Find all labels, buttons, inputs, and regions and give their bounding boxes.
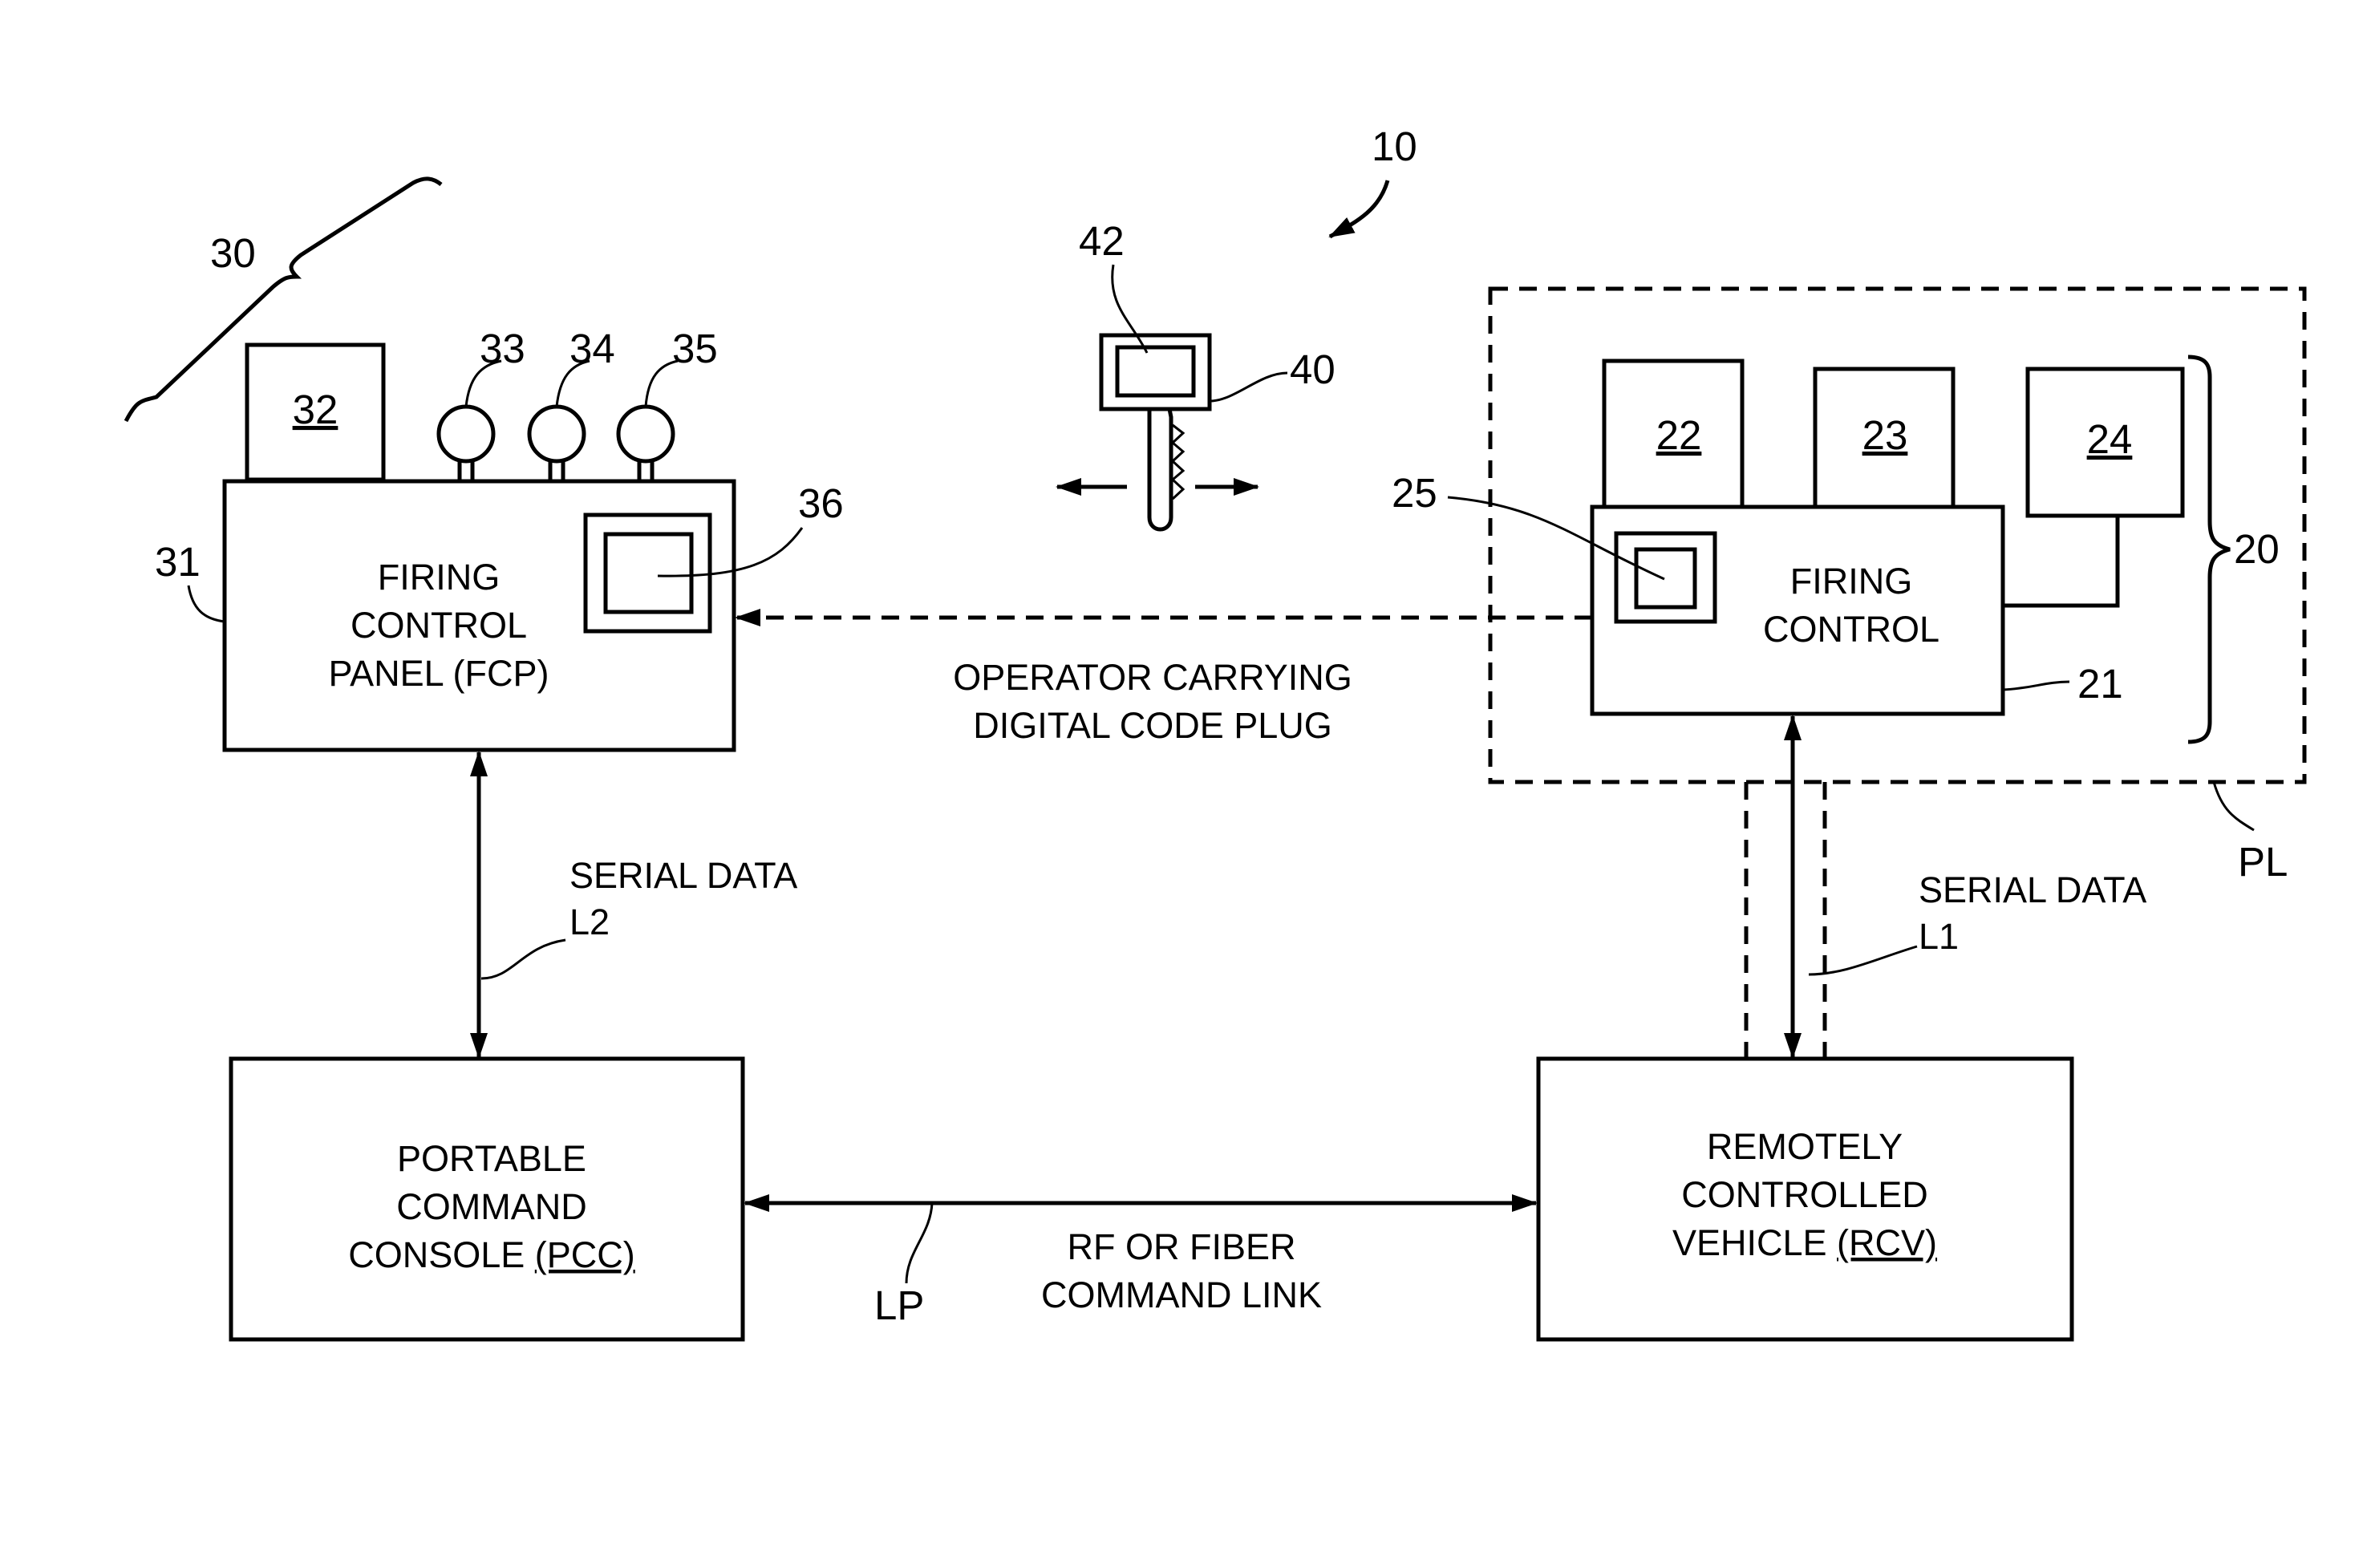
payload-ref: PL	[2238, 839, 2288, 885]
rcv-label-abbr: (RCV)	[1837, 1222, 1937, 1263]
firing-control-port-inner	[1636, 549, 1695, 607]
operator-link-label-1: OPERATOR CARRYING	[953, 657, 1352, 698]
indicator-33-lamp	[439, 407, 493, 461]
fcp-panel-ref: 31	[155, 539, 201, 585]
command-link-ref: LP	[874, 1282, 924, 1328]
indicator-35-ref: 35	[672, 326, 718, 371]
serial-data-l1-label: SERIAL DATA	[1919, 869, 2146, 910]
fcp-label-line-2: CONTROL	[351, 605, 527, 646]
code-plug-chip-ref: 42	[1079, 218, 1125, 264]
module-24-connector	[2001, 516, 2118, 606]
payload-module-22-ref: 22	[1656, 412, 1702, 458]
serial-data-l1-ref: L1	[1919, 916, 1959, 957]
code-plug-leader	[1210, 373, 1287, 401]
fcp-panel-leader	[188, 585, 225, 622]
firing-control-label-2: CONTROL	[1763, 609, 1939, 650]
rcv-label-line-3: VEHICLE (RCV)	[1672, 1222, 1937, 1263]
firing-control-label-1: FIRING	[1790, 561, 1913, 602]
code-plug-shaft	[1149, 409, 1171, 529]
code-plug-chip	[1117, 347, 1194, 395]
fcp-device-32-ref: 32	[293, 387, 338, 432]
payload-module-23-ref: 23	[1862, 412, 1908, 458]
system-ref-label: 10	[1372, 124, 1417, 169]
operator-link-label-2: DIGITAL CODE PLUG	[973, 705, 1332, 746]
fcp-label-line-3: PANEL (FCP)	[328, 653, 549, 694]
command-link-leader	[906, 1203, 932, 1283]
payload-leader	[2214, 782, 2254, 830]
serial-data-l2-leader	[481, 940, 565, 978]
serial-data-l2-label: SERIAL DATA	[569, 855, 797, 896]
command-link-label-1: RF OR FIBER	[1067, 1226, 1295, 1267]
serial-data-l2-ref: L2	[569, 901, 610, 942]
fcp-label-line-1: FIRING	[378, 557, 501, 598]
payload-module-24-ref: 24	[2087, 416, 2133, 462]
rcv-label-line-2: CONTROLLED	[1681, 1174, 1928, 1215]
pcc-label-abbr: (PCC)	[535, 1234, 635, 1275]
system-ref-leader	[1330, 180, 1388, 237]
pcc-label-prefix: CONSOLE	[348, 1234, 535, 1275]
firing-control-port-ref: 25	[1392, 470, 1437, 516]
payload-group-brace	[2188, 357, 2230, 742]
pcc-label-line-1: PORTABLE	[397, 1138, 586, 1179]
pcc-label-line-3: CONSOLE (PCC)	[348, 1234, 635, 1275]
indicator-34-lamp	[529, 407, 584, 461]
rcv-label-prefix: VEHICLE	[1672, 1222, 1837, 1263]
code-plug-serration	[1173, 425, 1183, 499]
indicator-34-ref: 34	[569, 326, 615, 371]
fcp-group-ref-label: 30	[210, 230, 256, 276]
fcp-port-inner	[606, 534, 691, 612]
command-link-label-2: COMMAND LINK	[1041, 1274, 1322, 1315]
firing-control-leader	[2003, 682, 2069, 690]
indicator-33-ref: 33	[480, 326, 525, 371]
pcc-label-line-2: COMMAND	[396, 1186, 586, 1227]
fcp-port-ref: 36	[798, 480, 844, 526]
code-plug-ref: 40	[1290, 346, 1335, 392]
rcv-label-line-1: REMOTELY	[1707, 1126, 1903, 1167]
firing-control-ref: 21	[2077, 661, 2123, 707]
indicator-35-lamp	[618, 407, 673, 461]
payload-group-ref: 20	[2234, 526, 2280, 572]
